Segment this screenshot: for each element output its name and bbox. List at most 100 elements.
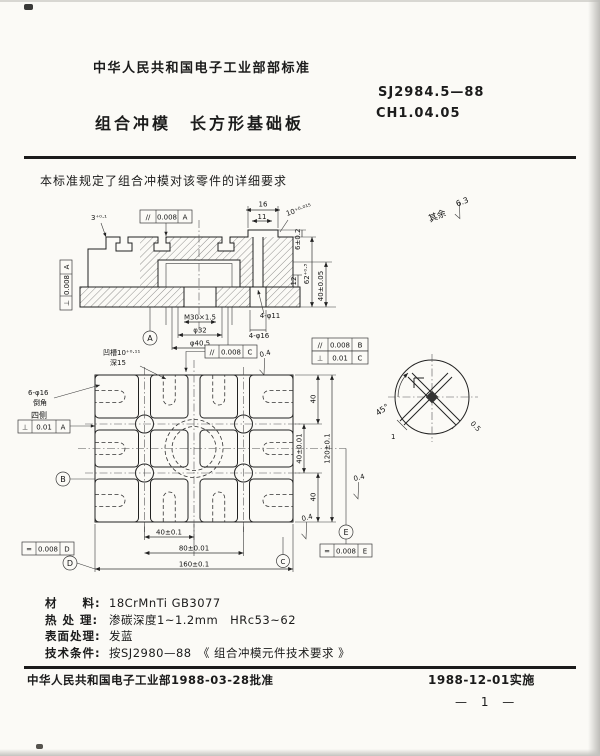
note-slot-width: 凹槽10⁺⁰·¹¹ (103, 348, 140, 357)
note-four-sides: 四侧 (31, 410, 47, 420)
spec-value: 按SJ2980—88 《 组合冲模元件技术要求 》 (109, 645, 351, 660)
frame-symmetry-e: = 0.008 E (319, 543, 373, 558)
standard-code: CH1.04.05 (376, 106, 461, 121)
roughness-value: 0.4 (259, 348, 272, 359)
scan-edge-right (588, 0, 600, 756)
spec-value: 18CrMnTi GB3077 (109, 596, 221, 610)
dim-width-11: 11 (258, 213, 267, 221)
tolerance-datum: A (61, 424, 66, 432)
tolerance-datum: A (63, 264, 71, 269)
dim-plan-40a: 40 (310, 395, 318, 404)
spec-label: 表面处理: (45, 629, 101, 643)
dim-detail-45: 45° (374, 402, 391, 418)
dim-detail-1: 1 (391, 433, 395, 441)
footer-rule (24, 666, 576, 669)
spec-label: 技术条件: (45, 645, 101, 660)
dim-plan-160: 160±0.1 (179, 561, 209, 569)
tolerance-symbol: // (318, 342, 323, 350)
section-dimensions: 16 11 10⁺⁰·⁰¹⁵ 3⁺⁰·¹ // 0.008 A ⊥ 0 (59, 201, 336, 350)
section-outline (87, 229, 294, 287)
dim-holes-11: 4-φ11 (260, 312, 281, 320)
dim-width-16: 16 (259, 201, 268, 209)
scan-speck (36, 744, 43, 749)
dim-height-40: 40±0.05 (317, 271, 325, 301)
datum-e-label: E (343, 528, 348, 537)
roughness-prefix: 其余 (427, 207, 448, 225)
tolerance-datum: D (64, 546, 69, 554)
datum-a-label: A (147, 334, 153, 343)
roughness-value: 0.4 (301, 512, 314, 523)
frame-perpendicular-c: ⊥ 0.01 C (311, 350, 369, 365)
engineering-drawing: 16 11 10⁺⁰·⁰¹⁵ 3⁺⁰·¹ // 0.008 A ⊥ 0 (17, 195, 482, 572)
standard-number: SJ2984.5—88 (378, 85, 485, 100)
frame-parallel-b: // 0.008 B (311, 337, 369, 352)
note-holes-6-16: 6-φ16 (28, 389, 49, 397)
roughness-check-icon (454, 201, 461, 220)
tolerance-symbol: = (26, 546, 32, 554)
dim-step-10: 10⁺⁰·⁰¹⁵ (285, 202, 312, 218)
dim-bore-40-5: φ40.5 (190, 340, 210, 348)
roughness-check-icon (259, 358, 265, 376)
roughness-value: 0.4 (353, 472, 366, 483)
plan-view (78, 360, 346, 540)
tolerance-datum: C (248, 349, 253, 357)
datum-c-label: C (281, 558, 286, 566)
roughness-mark: 0.4 (353, 472, 366, 500)
tolerance-symbol: ⊥ (63, 300, 71, 306)
tolerance-value: 0.008 (221, 349, 241, 357)
datum-a-circle (142, 330, 158, 346)
detail-center-square (425, 390, 439, 404)
tolerance-datum: B (358, 342, 363, 350)
dim-plan-80: 80±0.01 (179, 545, 209, 553)
spec-surface-treatment: 表面处理: 发蓝 (45, 628, 350, 645)
roughness-check-icon (353, 482, 359, 500)
section-view (79, 220, 301, 332)
dim-thread-m30: M30×1.5 (184, 314, 216, 322)
frame-parallel-a: // 0.008 A (139, 209, 193, 236)
roughness-mark: 0.4 (259, 348, 272, 376)
datum-d-label: D (67, 559, 73, 568)
tolerance-datum: E (363, 548, 367, 556)
tolerance-value: 0.008 (63, 275, 71, 295)
dim-holes-16: 4-φ16 (249, 332, 270, 340)
tolerance-value: 0.008 (38, 546, 58, 554)
header-rule (24, 156, 576, 159)
dim-height-12: 12 (290, 277, 298, 286)
tolerance-symbol: = (324, 548, 330, 556)
roughness-mark: 0.4 (301, 512, 314, 540)
roughness-value: 6.3 (455, 195, 470, 208)
dim-step-3: 3⁺⁰·¹ (91, 214, 107, 222)
doc-title: 组合冲模 长方形基础板 (95, 114, 305, 133)
tolerance-value: 0.008 (336, 548, 356, 556)
frame-perpendicular-sides: ⊥ 0.01 A (17, 419, 95, 434)
spec-value: 渗碳深度1~1.2mm HRc53~62 (109, 612, 297, 627)
detail-view: 45° 1 0.5 (374, 354, 482, 442)
spec-technical-conditions: 技术条件: 按SJ2980—88 《 组合冲模元件技术要求 》 (45, 645, 350, 662)
page-number: — 1 — (455, 695, 520, 709)
detail-corner-mark (413, 377, 424, 388)
spec-label: 材 料: (45, 596, 101, 610)
dim-plan-120: 120±0.1 (324, 433, 332, 463)
tolerance-symbol: ⊥ (317, 355, 323, 363)
frame-parallel-c: // 0.008 C (184, 344, 258, 372)
datum-b-label: B (60, 475, 66, 484)
roughness-check-icon (301, 522, 307, 540)
frame-symmetry-d: = 0.008 D (21, 541, 75, 556)
note-holes-chamfer: 倒角 (33, 398, 47, 407)
approval-note: 中华人民共和国电子工业部1988-03-28批准 (27, 673, 274, 687)
tolerance-symbol: ⊥ (22, 424, 28, 432)
spec-list: 材 料: 18CrMnTi GB3077 热 处 理: 渗碳深度1~1.2mm … (45, 595, 350, 661)
tolerance-datum: A (183, 214, 188, 222)
tolerance-value: 0.01 (36, 424, 52, 432)
dim-plan-40c: 40±0.01 (296, 433, 304, 463)
note-slot-depth: 深15 (110, 358, 126, 367)
spec-label: 热 处 理: (45, 612, 99, 627)
plan-dimensions: 40±0.1 80±0.01 160±0.1 40±0.01 40 40 120… (17, 337, 373, 572)
frame-perpendicular-a: ⊥ 0.008 A (59, 259, 73, 311)
plan-centerlines (78, 360, 346, 540)
tolerance-value: 0.01 (332, 355, 348, 363)
scope-note: 本标准规定了组合冲模对该零件的详细要求 (40, 174, 288, 188)
dim-plan-40b: 40 (310, 493, 318, 502)
dim-plan-40: 40±0.1 (156, 529, 182, 537)
